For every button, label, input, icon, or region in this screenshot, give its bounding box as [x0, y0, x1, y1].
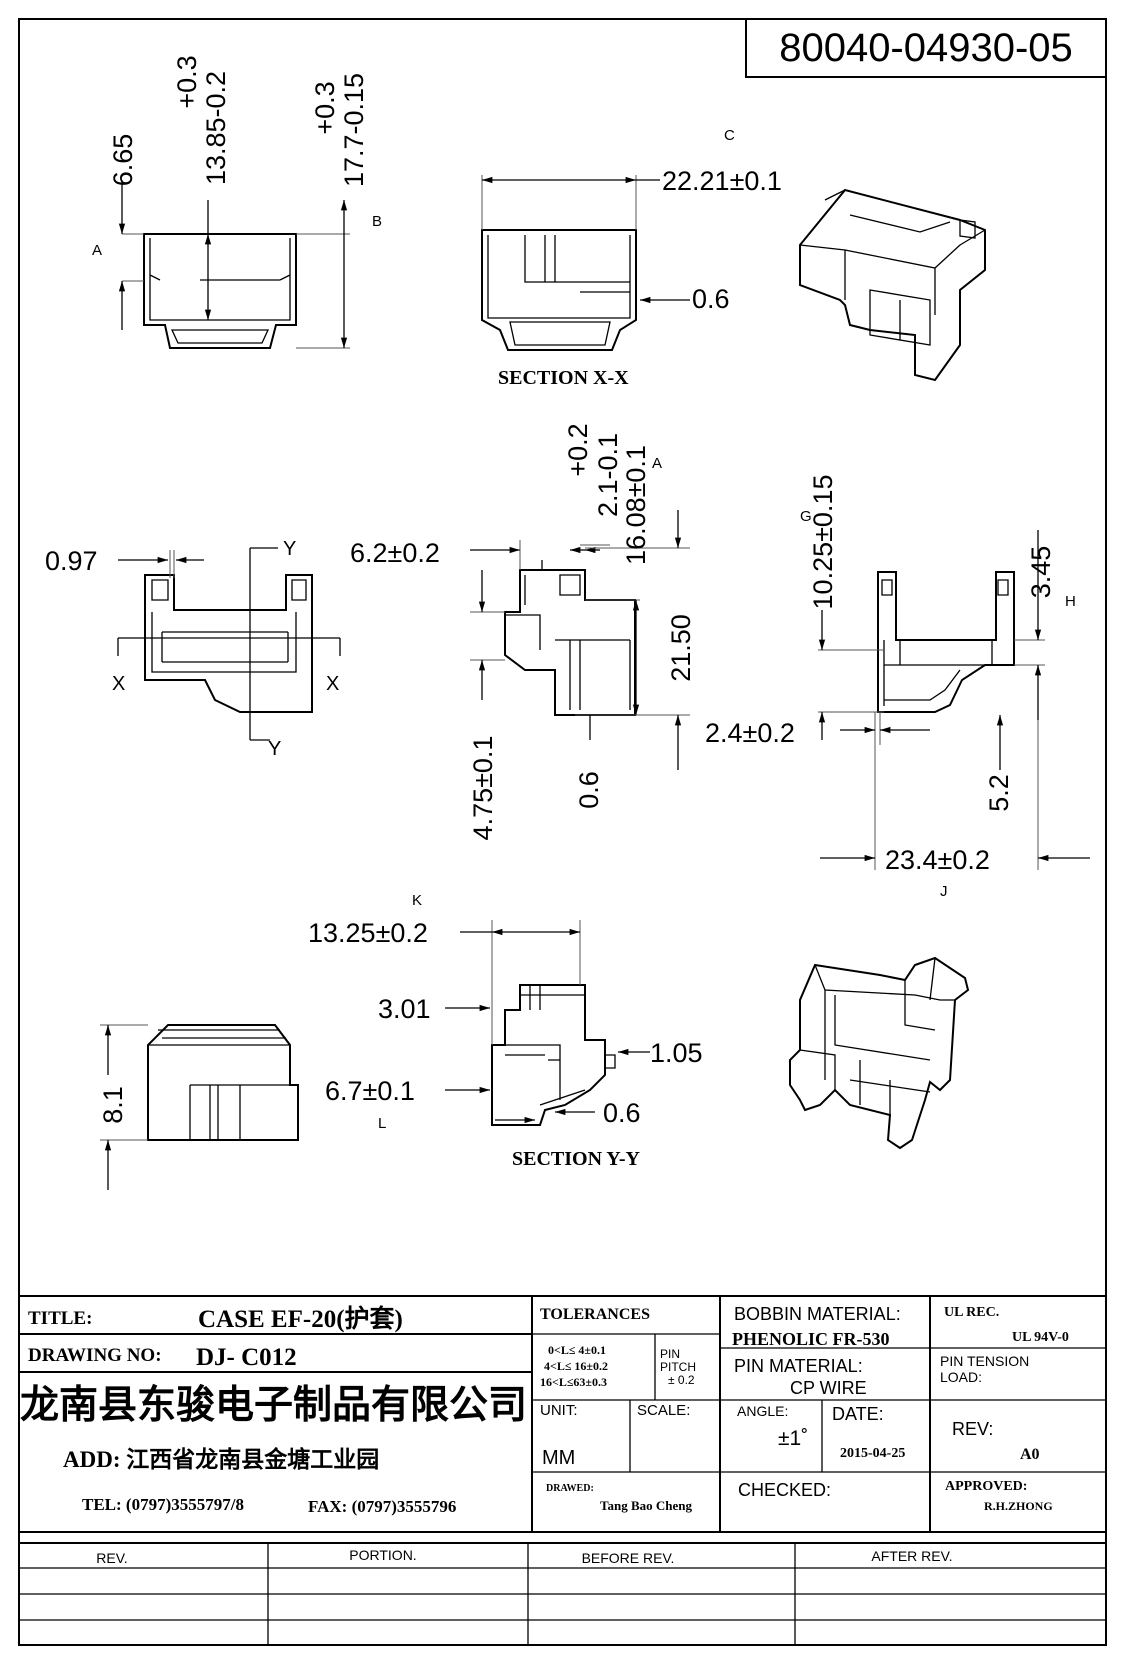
- rev-label: REV:: [952, 1419, 993, 1439]
- pin-material-value: CP WIRE: [790, 1378, 867, 1398]
- label-h: H: [1065, 593, 1076, 610]
- dim-0-6-side: 0.6: [574, 771, 604, 809]
- company-tel: TEL: (0797)3555797/8: [82, 1495, 244, 1514]
- dim-6-65: 6.65: [108, 134, 138, 187]
- caption-section-xx: SECTION X-X: [498, 367, 629, 389]
- drawn-value: Tang Bao Cheng: [600, 1498, 692, 1513]
- drawing-no-value: DJ- C012: [196, 1344, 297, 1371]
- label-j: J: [940, 883, 948, 900]
- dim-16-08: 16.08±0.1: [621, 445, 651, 565]
- angle-label: ANGLE:: [737, 1403, 788, 1419]
- dim-6-7: 6.7±0.1: [325, 1076, 415, 1106]
- rev-header-rev: REV.: [96, 1550, 127, 1566]
- top-left-view: 6.65 +0.3 13.85-0.2 +0.3 17.7-0.15 A B: [92, 55, 382, 349]
- label-y-top: Y: [283, 538, 296, 560]
- rev-value: A0: [1020, 1446, 1040, 1463]
- approved-value: R.H.ZHONG: [984, 1499, 1053, 1513]
- drawing-no-label: DRAWING NO:: [28, 1345, 162, 1366]
- dim-0-6-xx: 0.6: [692, 284, 730, 314]
- title-block: TITLE: CASE EF-20(护套) DRAWING NO: DJ- C0…: [19, 1295, 1106, 1533]
- label-l: L: [378, 1115, 386, 1132]
- revision-table: REV. PORTION. BEFORE REV. AFTER REV.: [19, 1542, 1106, 1645]
- tolerance-line-3: 16<L≤63±0.3: [540, 1375, 607, 1389]
- ul-rec-value: UL 94V-0: [1012, 1330, 1069, 1345]
- dim-tol-plus-2: +0.3: [310, 81, 340, 134]
- rev-header-after: AFTER REV.: [871, 1548, 952, 1564]
- title-label: TITLE:: [28, 1308, 92, 1329]
- label-x-left: X: [112, 673, 125, 695]
- bottom-left-view: 8.1: [98, 1024, 299, 1190]
- dim-10-25: 10.25±0.15: [808, 475, 838, 610]
- label-a: A: [92, 242, 102, 259]
- company-fax: FAX: (0797)3555796: [308, 1497, 456, 1516]
- dim-21-50: 21.50: [666, 614, 696, 682]
- dim-tol-plus-side: +0.2: [563, 423, 593, 476]
- bobbin-material-label: BOBBIN MATERIAL:: [734, 1304, 901, 1324]
- dim-2-1: 2.1-0.1: [593, 433, 623, 517]
- label-k: K: [412, 892, 422, 909]
- ul-rec-label: UL REC.: [944, 1305, 999, 1320]
- unit-value: MM: [542, 1447, 575, 1469]
- unit-label: UNIT:: [540, 1402, 578, 1419]
- right-view: 10.25±0.15 G 3.45 H 2.4±0.2 5.2 23.4±0.2…: [705, 475, 1090, 900]
- isometric-top-right: [799, 188, 986, 382]
- part-number: 80040-04930-05: [779, 26, 1073, 70]
- tolerance-line-2: 4<L≤ 16±0.2: [544, 1359, 608, 1373]
- dim-8-1: 8.1: [98, 1086, 128, 1124]
- tolerance-line-1: 0<L≤ 4±0.1: [548, 1343, 606, 1357]
- bobbin-material-value: PHENOLIC FR-530: [732, 1329, 890, 1349]
- front-view: 0.97 Y Y X X: [45, 538, 341, 760]
- dim-0-97: 0.97: [45, 546, 98, 576]
- sheet-border: [18, 18, 1107, 1646]
- rev-header-before: BEFORE REV.: [582, 1550, 675, 1566]
- dim-tol-plus: +0.3: [172, 55, 202, 108]
- company-name: 龙南县东骏电子制品有限公司: [20, 1384, 527, 1427]
- scale-label: SCALE:: [637, 1402, 690, 1419]
- company-address: ADD: 江西省龙南县金塘工业园: [63, 1446, 379, 1472]
- dim-22-21: 22.21±0.1: [662, 166, 782, 196]
- pin-pitch-label-1: PIN: [660, 1347, 680, 1361]
- rev-header-portion: PORTION.: [349, 1547, 416, 1563]
- dim-13-85: 13.85-0.2: [201, 71, 231, 185]
- drawn-label: DRAWED:: [546, 1483, 594, 1494]
- label-g: G: [800, 508, 812, 525]
- caption-section-yy: SECTION Y-Y: [512, 1148, 641, 1170]
- dim-5-2: 5.2: [984, 774, 1014, 812]
- part-number-box: 80040-04930-05: [745, 18, 1107, 78]
- dim-1-05: 1.05: [650, 1038, 703, 1068]
- pin-tension-label-2: LOAD:: [940, 1369, 982, 1385]
- date-label: DATE:: [832, 1404, 884, 1424]
- isometric-bottom-right: [789, 956, 970, 1150]
- checked-label: CHECKED:: [738, 1480, 831, 1500]
- dim-17-7: 17.7-0.15: [339, 73, 369, 187]
- label-a-side: A: [652, 455, 662, 472]
- label-c: C: [724, 127, 735, 144]
- dim-3-01: 3.01: [378, 994, 431, 1024]
- pin-material-label: PIN MATERIAL:: [734, 1356, 863, 1376]
- dim-13-25: 13.25±0.2: [308, 918, 428, 948]
- section-yy-view: K 13.25±0.2 3.01 1.05 6.7±0.1 L 0.6 SECT…: [308, 892, 703, 1170]
- dim-4-75: 4.75±0.1: [468, 736, 498, 841]
- label-y-bottom: Y: [268, 738, 281, 760]
- tolerances-label: TOLERANCES: [540, 1306, 650, 1323]
- section-xx-view: C 22.21±0.1 0.6 SECTION X-X: [481, 127, 782, 389]
- angle-value: ±1˚: [778, 1427, 808, 1450]
- date-value: 2015-04-25: [840, 1446, 905, 1461]
- approved-label: APPROVED:: [945, 1479, 1027, 1494]
- side-view: 6.2±0.2 +0.2 2.1-0.1 16.08±0.1 A 21.50 4…: [350, 423, 696, 840]
- label-x-right: X: [326, 673, 339, 695]
- pin-pitch-label-2: PITCH: [660, 1360, 696, 1374]
- title-value: CASE EF-20(护套): [198, 1305, 403, 1333]
- dim-23-4: 23.4±0.2: [885, 845, 990, 875]
- dim-2-4: 2.4±0.2: [705, 718, 795, 748]
- pin-tension-label: PIN TENSION: [940, 1353, 1029, 1369]
- dim-3-45: 3.45: [1026, 546, 1056, 599]
- pin-pitch-value: ± 0.2: [668, 1373, 695, 1387]
- dim-0-6-yy: 0.6: [603, 1098, 641, 1128]
- dim-6-2: 6.2±0.2: [350, 538, 440, 568]
- label-b: B: [372, 213, 382, 230]
